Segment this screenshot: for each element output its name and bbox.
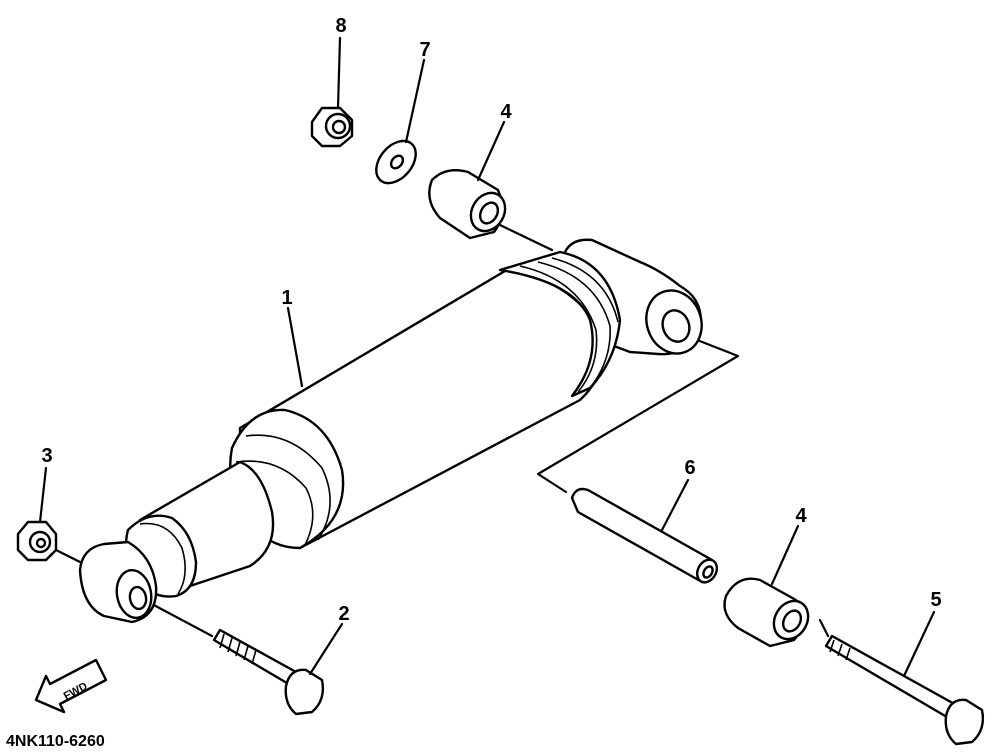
collar-top bbox=[428, 169, 507, 240]
fwd-arrow-icon: FWD bbox=[34, 658, 108, 714]
shock-absorber bbox=[78, 238, 703, 624]
callout-3: 3 bbox=[41, 445, 52, 467]
nut-bottom bbox=[16, 520, 58, 562]
callout-2: 2 bbox=[338, 603, 349, 625]
callout-labels: 8 7 4 1 3 2 6 4 5 bbox=[41, 15, 941, 625]
spacer-tube bbox=[570, 487, 719, 584]
callout-6: 6 bbox=[684, 457, 695, 479]
part-code: 4NK110-6260 bbox=[6, 733, 105, 750]
bolt-long bbox=[824, 634, 985, 746]
callout-leaders bbox=[38, 36, 936, 678]
nut-top bbox=[310, 106, 354, 148]
callout-1: 1 bbox=[281, 287, 292, 309]
washer bbox=[375, 139, 417, 185]
callout-8: 8 bbox=[335, 15, 346, 37]
callout-4-bottom: 4 bbox=[795, 505, 807, 527]
bolt-bottom bbox=[212, 628, 325, 716]
collar-bottom bbox=[723, 577, 810, 648]
callout-7: 7 bbox=[419, 39, 430, 61]
callout-5: 5 bbox=[930, 589, 941, 611]
callout-4-top: 4 bbox=[500, 101, 512, 123]
